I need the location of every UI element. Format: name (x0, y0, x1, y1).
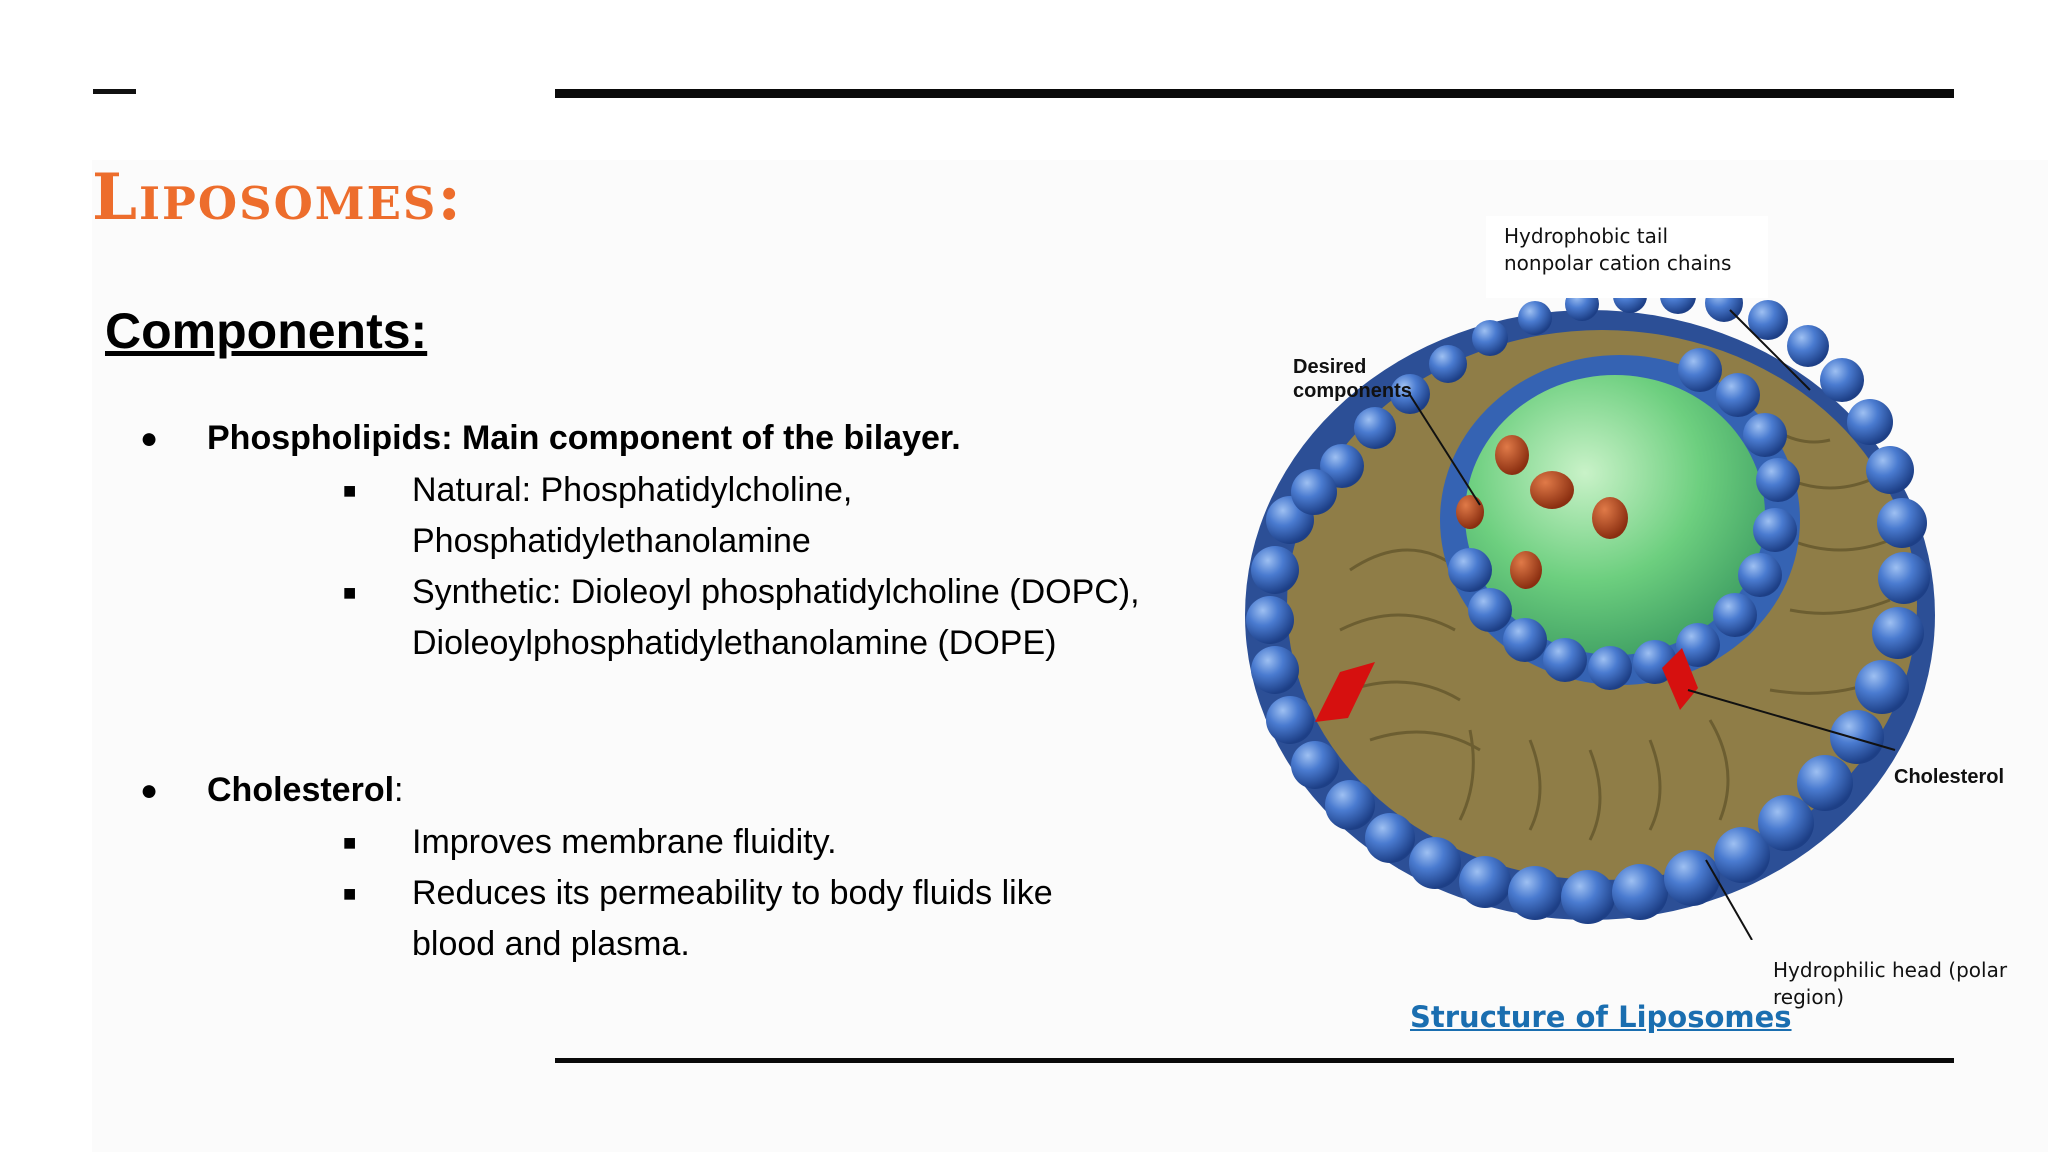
label-hydrophobic-tail-line2: nonpolar cation chains (1504, 251, 1732, 275)
bullet-dot: ● (140, 422, 159, 455)
label-cholesterol: Cholesterol (1894, 766, 2005, 788)
label-hydrophilic-head: Hydrophilic head (polar (1773, 958, 2008, 982)
outer-heads (1246, 278, 1930, 924)
bottom-rule (555, 1058, 1954, 1063)
pointer-lines (1409, 309, 1896, 940)
sub-bullet-square: ■ (343, 881, 357, 906)
bullet-heading-bold: Cholesterol (207, 771, 395, 809)
sub-bullet-square: ■ (343, 478, 357, 503)
label-hydrophilic-head-line2: region) (1773, 985, 1845, 1009)
inner-heads (1448, 348, 1800, 690)
sub-bullet-text: Dioleoylphosphatidylethanolamine (DOPE) (412, 624, 1057, 662)
top-left-dash (93, 89, 136, 94)
bullet-heading: Phospholipids: Main component of the bil… (207, 419, 961, 457)
top-rule (555, 89, 1954, 98)
label-background (1486, 216, 1768, 298)
structure-of-liposomes-link[interactable]: Structure of Liposomes (1410, 1000, 1792, 1034)
liposome-diagram (1245, 278, 1935, 940)
cholesterol-molecule (1315, 662, 1375, 722)
bullet-heading: Cholesterol: (207, 765, 404, 816)
bullet-heading-suffix: : (394, 771, 404, 809)
slide-title: Liposomes: (92, 160, 464, 235)
label-desired-components-line2: components (1293, 380, 1412, 402)
bullet-dot: ● (140, 774, 159, 807)
cargo-droplets (1456, 435, 1628, 589)
sub-bullet-text: Improves membrane fluidity. (412, 823, 837, 861)
sub-bullet-text: Synthetic: Dioleoyl phosphatidylcholine … (412, 573, 1140, 611)
slide-subtitle: Components: (105, 303, 428, 359)
sub-bullet-text: blood and plasma. (412, 925, 690, 963)
sub-bullet-text: Reduces its permeability to body fluids … (412, 874, 1053, 912)
sub-bullet-text: Phosphatidylethanolamine (412, 522, 811, 560)
sub-bullet-square: ■ (343, 830, 357, 855)
sub-bullet-square: ■ (343, 580, 357, 605)
label-desired-components: Desired (1293, 356, 1367, 378)
sub-bullet-text: Natural: Phosphatidylcholine, (412, 471, 853, 509)
cholesterol-molecule (1662, 648, 1698, 710)
label-hydrophobic-tail: Hydrophobic tail (1504, 224, 1669, 248)
